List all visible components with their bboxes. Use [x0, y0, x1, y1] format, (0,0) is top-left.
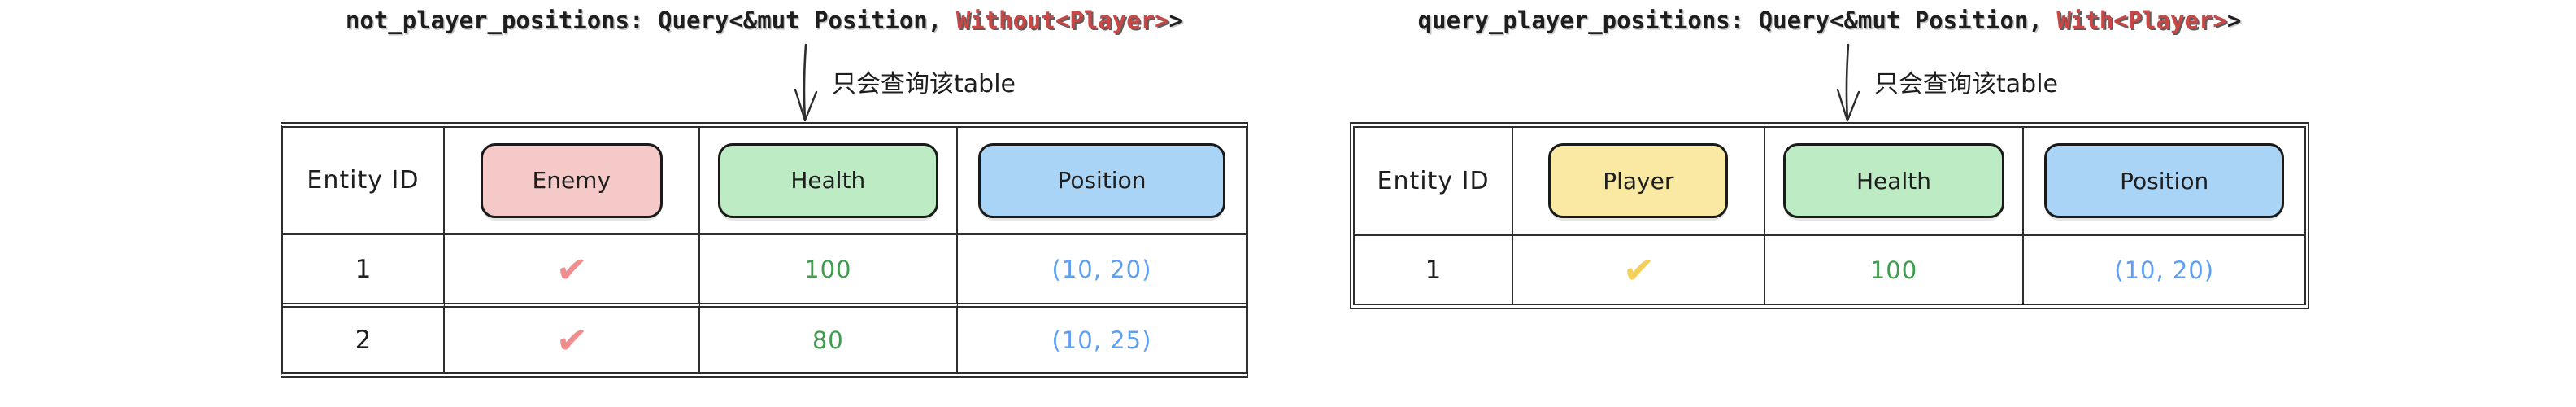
table-annotation: 只会查询该table — [1834, 42, 2058, 124]
query-code-title-without: not_player_positions: Query<&mut Positio… — [281, 7, 1248, 34]
panel-without-player: not_player_positions: Query<&mut Positio… — [281, 0, 1248, 407]
entity-id-cell: 1 — [283, 235, 445, 303]
component-check-cell: ✔ — [445, 235, 700, 303]
health-cell: 100 — [700, 235, 958, 303]
code-highlight-with: With<Player> — [2056, 7, 2227, 34]
entity-id-header-label: Entity ID — [307, 166, 420, 195]
component-badge-position: Position — [978, 142, 1225, 218]
component-badge-player: Player — [1548, 143, 1729, 218]
panel-with-player: query_player_positions: Query<&mut Posit… — [1350, 0, 2309, 407]
code-text-end: > — [2226, 7, 2242, 34]
check-icon: ✔ — [1621, 247, 1656, 293]
entity-id-cell: 1 — [1355, 236, 1514, 304]
entity-id-value: 1 — [1425, 255, 1442, 285]
column-header-position: Position — [957, 128, 1246, 235]
down-arrow-icon — [1836, 43, 1860, 122]
component-label: Position — [1057, 167, 1147, 194]
entity-id-cell: 2 — [283, 303, 445, 372]
code-text-end: > — [1168, 7, 1184, 34]
ecs-table-without-player: Entity ID Enemy Health Position 1 ✔ 100 (10, 20… — [281, 122, 1248, 378]
down-arrow-icon — [794, 43, 818, 122]
code-text: query_player_positions: Query<&mut Posit… — [1417, 7, 2057, 34]
health-value: 100 — [804, 255, 852, 283]
check-icon: ✔ — [554, 246, 589, 292]
component-label: Health — [790, 167, 866, 194]
component-label: Enemy — [532, 167, 611, 194]
position-value: (10, 25) — [1051, 326, 1152, 354]
component-badge-health: Health — [717, 142, 938, 218]
component-label: Health — [1856, 167, 1931, 195]
entity-id-value: 1 — [355, 254, 372, 284]
health-value: 80 — [812, 326, 844, 354]
query-code-title-with: query_player_positions: Query<&mut Posit… — [1350, 7, 2309, 34]
code-text: not_player_positions: Query<&mut Positio… — [345, 7, 956, 34]
position-value: (10, 20) — [2114, 256, 2215, 284]
position-value: (10, 20) — [1051, 255, 1152, 283]
component-label: Player — [1603, 167, 1674, 195]
column-header-entity-id: Entity ID — [283, 128, 445, 235]
column-header-entity-id: Entity ID — [1355, 128, 1514, 236]
health-cell: 100 — [1765, 236, 2025, 304]
component-check-cell: ✔ — [1513, 236, 1765, 304]
table-annotation: 只会查询该table — [791, 42, 1016, 124]
component-badge-health: Health — [1782, 143, 2005, 218]
annotation-label: 只会查询该table — [1874, 70, 2058, 98]
column-header-health: Health — [1764, 128, 2025, 236]
code-highlight-without: Without<Player> — [955, 7, 1169, 34]
position-cell: (10, 25) — [957, 303, 1246, 372]
entity-id-value: 2 — [355, 325, 372, 355]
ecs-table-with-player: Entity ID Player Health Position 1 ✔ 100 (10, 2… — [1350, 122, 2309, 309]
component-check-cell: ✔ — [444, 303, 700, 372]
component-badge-position: Position — [2043, 143, 2285, 218]
entity-id-header-label: Entity ID — [1377, 166, 1490, 195]
column-header-enemy: Enemy — [444, 128, 700, 235]
column-header-player: Player — [1513, 128, 1765, 236]
component-label: Position — [2120, 167, 2209, 195]
check-icon: ✔ — [554, 317, 589, 363]
health-cell: 80 — [699, 303, 958, 372]
position-cell: (10, 20) — [2024, 236, 2304, 304]
position-cell: (10, 20) — [958, 235, 1246, 303]
annotation-label: 只会查询该table — [832, 70, 1016, 98]
health-value: 100 — [1869, 256, 1918, 284]
column-header-health: Health — [699, 128, 958, 235]
column-header-position: Position — [2024, 128, 2304, 236]
component-badge-enemy: Enemy — [480, 142, 663, 218]
